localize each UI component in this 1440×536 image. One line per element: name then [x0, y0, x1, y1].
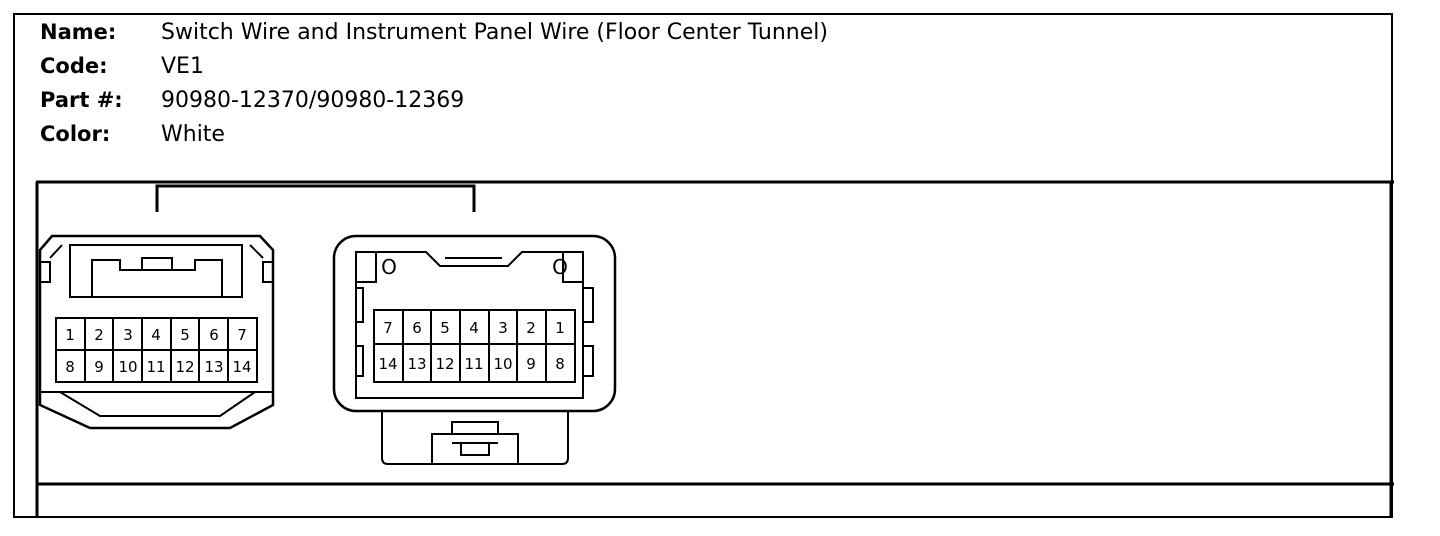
- pin-label: 13: [204, 358, 223, 376]
- color-label: Color:: [40, 122, 111, 146]
- code-value: VE1: [161, 54, 204, 79]
- connector-right-marks: O O: [381, 255, 568, 279]
- part-label: Part #:: [40, 88, 123, 112]
- pin-label: 12: [175, 358, 194, 376]
- pin-label: 9: [94, 358, 104, 376]
- connector-right-pins: 7 6 5 4 3 2 1 14 13 12 11 10 9 8: [378, 319, 564, 373]
- pin-label: 3: [123, 326, 133, 344]
- pin-label: 13: [407, 355, 426, 373]
- pin-label: 4: [469, 319, 479, 337]
- pin-label: 8: [555, 355, 565, 373]
- pin-label: 7: [383, 319, 393, 337]
- pin-label: 8: [65, 358, 75, 376]
- color-value: White: [161, 122, 225, 147]
- pin-label: 14: [378, 355, 397, 373]
- connector-left-pins: 1 2 3 4 5 6 7 8 9 10 11 12 13 14: [65, 326, 251, 376]
- pin-label: 5: [180, 326, 190, 344]
- pin-label: 6: [412, 319, 422, 337]
- pin-label: 11: [146, 358, 165, 376]
- connector-right: [332, 234, 617, 465]
- pairing-bracket: [155, 184, 476, 212]
- pin-label: 9: [526, 355, 536, 373]
- pin-label: 2: [94, 326, 104, 344]
- corner-mark-right: O: [552, 255, 568, 279]
- pin-label: 10: [118, 358, 137, 376]
- pin-label: 6: [209, 326, 219, 344]
- pin-label: 4: [151, 326, 161, 344]
- name-value: Switch Wire and Instrument Panel Wire (F…: [161, 20, 828, 45]
- pin-label: 1: [65, 326, 75, 344]
- pin-label: 5: [440, 319, 450, 337]
- pin-label: 12: [435, 355, 454, 373]
- pin-label: 11: [464, 355, 483, 373]
- part-value: 90980-12370/90980-12369: [161, 88, 465, 113]
- pin-label: 14: [232, 358, 251, 376]
- name-label: Name:: [40, 20, 117, 44]
- pin-label: 3: [498, 319, 508, 337]
- connector-left: [38, 234, 275, 430]
- pin-label: 2: [526, 319, 536, 337]
- corner-mark-left: O: [381, 255, 397, 279]
- diagram-frame: [35, 180, 1394, 518]
- pin-label: 10: [493, 355, 512, 373]
- pin-label: 7: [237, 326, 247, 344]
- pin-label: 1: [555, 319, 565, 337]
- code-label: Code:: [40, 54, 108, 78]
